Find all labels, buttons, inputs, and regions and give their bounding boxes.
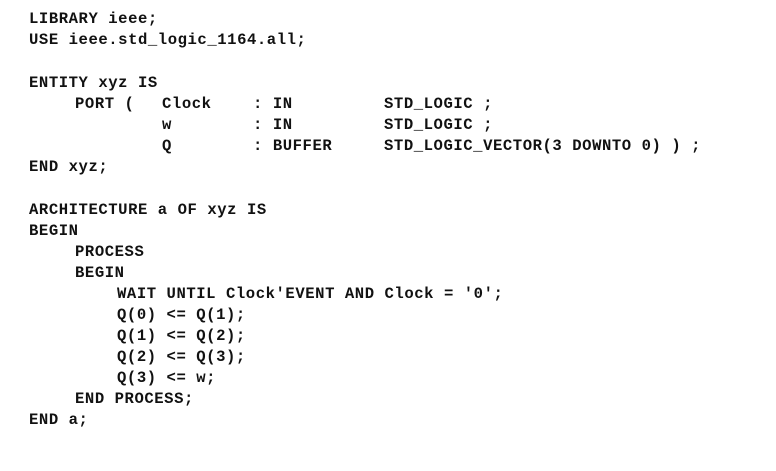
port-name-clock: Clock: [162, 95, 212, 113]
process-keyword: PROCESS: [75, 243, 145, 261]
library-line: LIBRARY ieee;: [29, 10, 158, 28]
port-type-q: STD_LOGIC_VECTOR(3 DOWNTO 0) ) ;: [384, 137, 702, 155]
port-type-clock: STD_LOGIC ;: [384, 95, 493, 113]
port-mode-clock: : IN: [253, 95, 293, 113]
port-mode-w: : IN: [253, 116, 293, 134]
port-name-q: Q: [162, 137, 172, 155]
port-keyword: PORT (: [75, 95, 135, 113]
architecture-begin: BEGIN: [29, 222, 79, 240]
statement-assign-q1: Q(1) <= Q(2);: [117, 327, 246, 345]
port-name-w: w: [162, 116, 172, 134]
use-line: USE ieee.std_logic_1164.all;: [29, 31, 307, 49]
port-mode-q: : BUFFER: [253, 137, 333, 155]
process-end: END PROCESS;: [75, 390, 194, 408]
statement-assign-q2: Q(2) <= Q(3);: [117, 348, 246, 366]
statement-assign-q0: Q(0) <= Q(1);: [117, 306, 246, 324]
architecture-end: END a;: [29, 411, 89, 429]
entity-header: ENTITY xyz IS: [29, 74, 158, 92]
entity-end: END xyz;: [29, 158, 109, 176]
process-begin: BEGIN: [75, 264, 125, 282]
port-type-w: STD_LOGIC ;: [384, 116, 493, 134]
statement-wait: WAIT UNTIL Clock'EVENT AND Clock = '0';: [117, 285, 504, 303]
architecture-header: ARCHITECTURE a OF xyz IS: [29, 201, 267, 219]
statement-assign-q3: Q(3) <= w;: [117, 369, 217, 387]
